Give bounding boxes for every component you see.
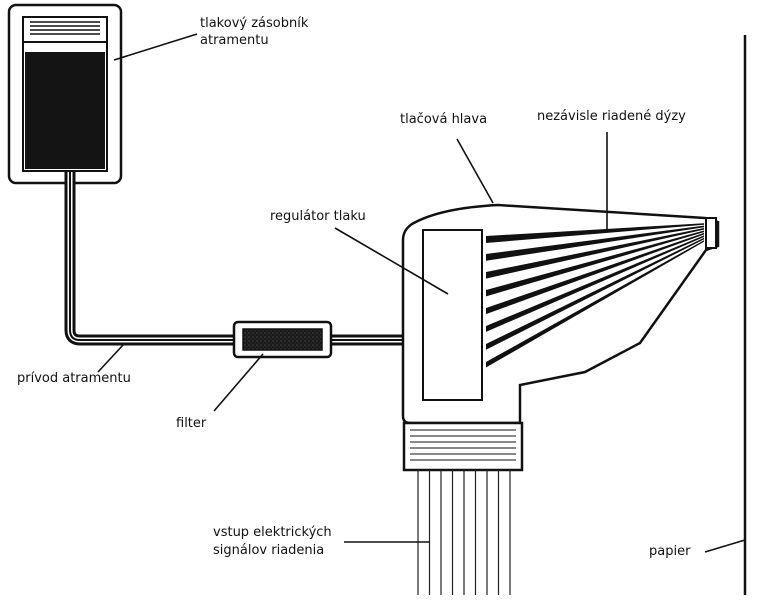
nozzle-channel [486,223,704,243]
ink-reservoir [7,3,123,185]
leader-filter [213,353,264,412]
nozzle-channel [486,228,704,279]
label-pressure-regulator: regulátor tlaku [270,209,366,224]
nozzle-channel [486,232,704,315]
nozzle-channel [486,230,704,297]
label-ink-supply: prívod atramentu [17,371,131,386]
nozzle-channel [486,240,704,368]
nozzle-channel [486,235,704,332]
filter-unit [232,320,333,359]
label-reservoir-line1: tlakový zásobník [200,16,309,31]
label-signals-line1: vstup elektrických [213,525,332,540]
leader-regulator [334,227,449,295]
nozzle-channel [486,237,704,350]
label-nozzles: nezávisle riadené dýzy [537,109,686,124]
connector-ribs [410,429,516,461]
label-reservoir-line2: atramentu [200,33,269,48]
reservoir-pressure-lines [30,21,100,35]
label-signals-line2: signálov riadenia [213,543,325,558]
signal-connector [402,421,524,595]
leader-lines [97,33,746,553]
leader-paper [704,539,746,553]
leader-print-head [456,138,494,204]
print-head [401,203,720,425]
label-paper: papier [649,544,691,559]
label-print-head: tlačová hlava [400,112,488,127]
label-filter: filter [176,416,207,431]
ink-supply-tube [64,172,408,346]
reservoir-ink [25,52,105,169]
leader-reservoir [113,33,198,61]
signal-wires [417,470,511,595]
pressure-regulator-block [422,229,483,401]
leader-ink-supply [97,343,125,373]
nozzle-plate [705,217,717,249]
nozzle-channels [486,223,704,368]
nozzle-channel [486,225,704,261]
